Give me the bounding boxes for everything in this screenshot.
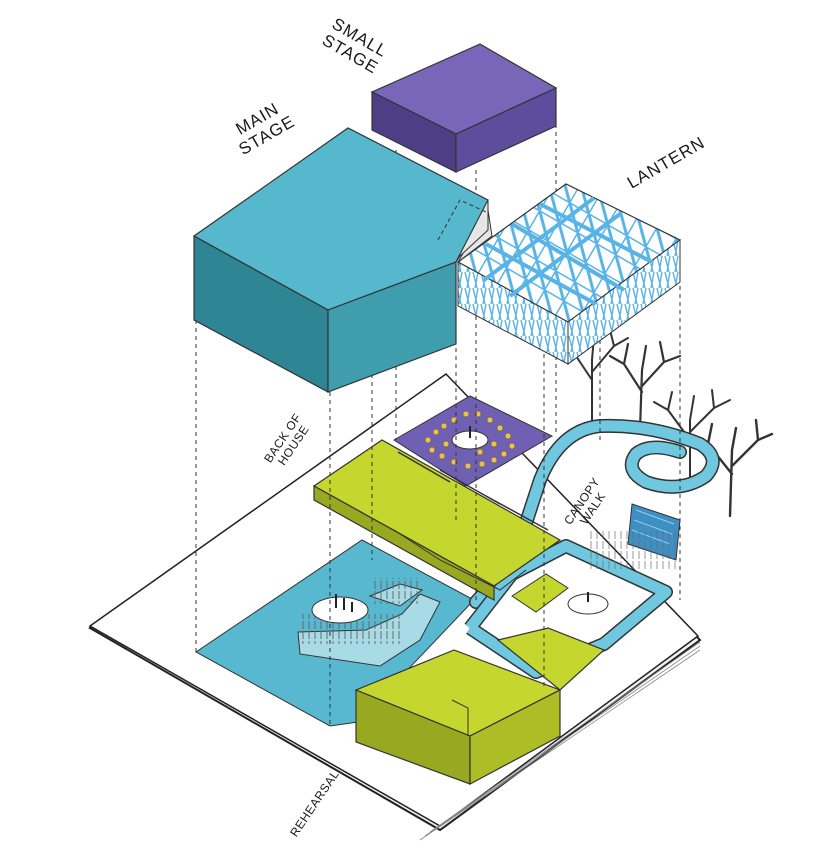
small-stage-box — [370, 43, 558, 173]
rehearsal-seating — [297, 578, 441, 667]
rehearsal-block-side — [469, 689, 561, 785]
lantern-box — [456, 183, 682, 365]
court-seating — [511, 573, 569, 613]
trees — [559, 329, 774, 518]
tree-3 — [653, 389, 731, 481]
small-stage-footprint — [393, 395, 554, 487]
foyer-front — [313, 484, 495, 602]
lantern-side — [567, 239, 681, 365]
rehearsal-stage-disc — [311, 596, 369, 624]
main-stage-side — [327, 261, 457, 393]
foyer-block — [312, 439, 562, 602]
main-stage-box — [192, 127, 489, 394]
tree-2 — [608, 340, 682, 432]
small-stage-side — [455, 87, 557, 173]
rehearsal-block — [354, 627, 606, 785]
